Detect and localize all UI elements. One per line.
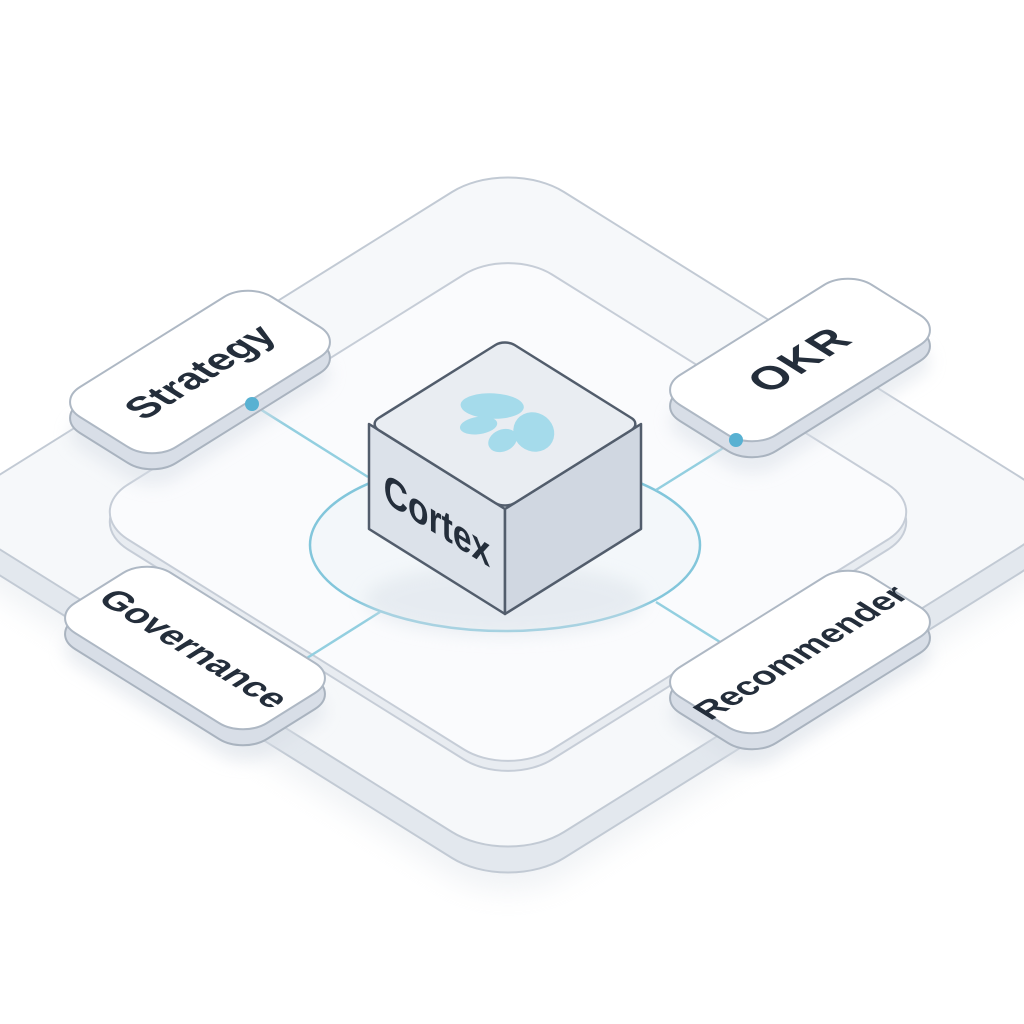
connector-line-recommender bbox=[655, 600, 721, 644]
connector-dot-strategy bbox=[245, 397, 259, 411]
center-cube: Cortex bbox=[367, 339, 643, 616]
connector-dot-okr bbox=[729, 433, 743, 447]
connector-line-governance bbox=[306, 610, 381, 660]
tile-okr: OKR bbox=[656, 270, 944, 474]
butterfly-icon bbox=[459, 393, 555, 453]
tile-recommender: Recommender bbox=[656, 562, 944, 766]
tile-recommender-face bbox=[656, 562, 944, 742]
cube-top-face bbox=[369, 339, 641, 509]
tile-okr-face bbox=[656, 270, 944, 450]
tile-governance-face bbox=[51, 558, 339, 738]
